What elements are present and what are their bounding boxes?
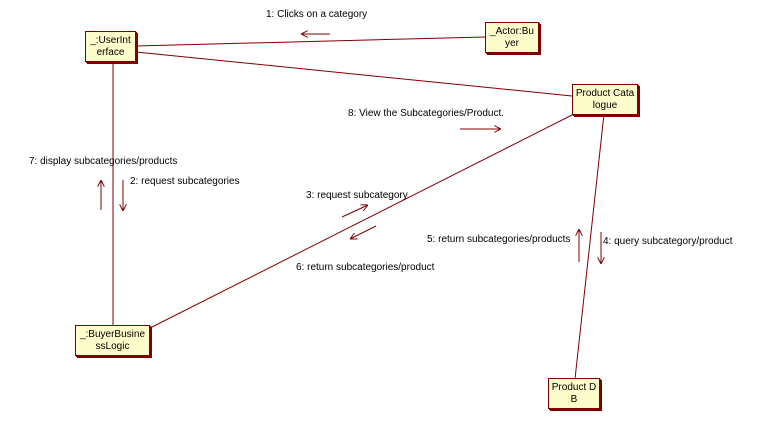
node-buyer-business-logic[interactable]: _:BuyerBusinessLogic bbox=[75, 325, 150, 356]
link-ui-actor bbox=[135, 36, 486, 47]
arrow-m6 bbox=[350, 225, 377, 239]
node-product-catalogue-label: Product Catalogue bbox=[575, 87, 635, 111]
link-logic-catalogue bbox=[149, 113, 575, 329]
message-3-label: 3: request subcategory bbox=[306, 190, 408, 201]
node-user-interface-label: _:UserInterface bbox=[90, 34, 131, 58]
arrow-m3 bbox=[341, 205, 368, 218]
message-4-label: 4: query subcategory/product bbox=[603, 236, 733, 247]
node-product-db-label: Product DB bbox=[551, 381, 597, 405]
link-ui-catalogue bbox=[135, 51, 573, 97]
message-2-label: 2: request subcategories bbox=[130, 176, 240, 187]
node-actor-buyer[interactable]: _Actor:Buyer bbox=[485, 22, 539, 53]
node-product-db[interactable]: Product DB bbox=[548, 378, 600, 409]
node-product-catalogue[interactable]: Product Catalogue bbox=[572, 84, 638, 115]
node-buyer-business-logic-label: _:BuyerBusinessLogic bbox=[79, 328, 146, 352]
message-5-label: 5: return subcategories/products bbox=[427, 234, 571, 245]
link-catalogue-db bbox=[574, 113, 605, 380]
message-1-label: 1: Clicks on a category bbox=[266, 9, 368, 20]
message-8-label: 8: View the Subcategories/Product. bbox=[348, 108, 505, 119]
message-6-label: 6: return subcategories/product bbox=[296, 262, 435, 273]
node-user-interface[interactable]: _:UserInterface bbox=[85, 31, 136, 62]
node-actor-buyer-label: _Actor:Buyer bbox=[490, 25, 534, 49]
message-7-label: 7: display subcategories/products bbox=[29, 156, 178, 167]
